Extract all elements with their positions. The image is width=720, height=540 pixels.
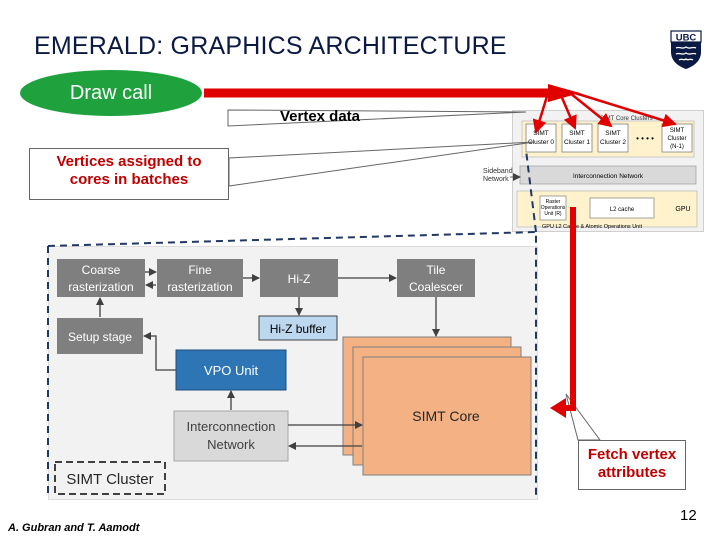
hi-z-label: Hi-Z (288, 272, 311, 286)
gpu-overview: SIMT Core Clusters SIMT Cluster 0 SIMT C… (510, 116, 698, 230)
sideband-label-line2: Network (483, 176, 509, 183)
cluster-1-line1: SIMT (569, 130, 585, 137)
sideband-label-line1: Sideband (483, 168, 513, 175)
arrow-to-cluster-n (574, 91, 677, 128)
gpu-interconnect-label: Interconnection Network (573, 173, 644, 180)
vertices-callout-line1: Vertices assigned to (56, 153, 202, 170)
cluster-n-line3: (N-1) (670, 144, 684, 150)
coarse-line1: Coarse (82, 263, 121, 277)
hi-z-buffer-box (258, 315, 338, 341)
cluster-2-line2: Cluster 2 (600, 139, 626, 146)
tile-line1: Tile (427, 263, 446, 277)
l2-cache-box (589, 197, 655, 219)
gpu-label: GPU (675, 206, 690, 213)
setup-stage-box (57, 318, 143, 354)
vertices-callout-line2: cores in batches (69, 171, 189, 188)
vertices-assigned-callout: Vertices assigned to cores in batches (29, 148, 229, 200)
tile-coalescer-box (397, 259, 475, 297)
simt-cluster-label-box (54, 461, 166, 495)
raster-ops-line3: Unit (R) (544, 211, 562, 217)
cluster-2-line1: SIMT (605, 130, 621, 137)
cluster-ellipsis: • • • • (636, 134, 654, 143)
fine-line1: Fine (188, 263, 212, 277)
cluster-n-box: SIMT Cluster (N-1) (661, 123, 693, 153)
arrow-to-cluster-2 (569, 92, 613, 128)
slide-title: EMERALD: GRAPHICS ARCHITECTURE (34, 32, 507, 60)
coarse-line2: rasterization (68, 280, 133, 294)
clusters-label: SIMT Core Clusters (600, 116, 653, 122)
cluster-1-line2: Cluster 1 (564, 139, 590, 146)
arrow-to-cluster-0 (532, 92, 550, 134)
fetch-callout-line1: Fetch vertex (587, 446, 677, 463)
draw-call-arrow-head (548, 84, 580, 102)
fine-rasterization-box (157, 259, 243, 297)
logo-text: UBC (676, 33, 697, 44)
fetch-callout-line2: attributes (597, 464, 667, 481)
arrow-to-cluster-1 (558, 92, 577, 130)
vertex-data-label: Vertex data (279, 108, 361, 125)
simt-core-box (362, 356, 532, 476)
cluster-n-line1: SIMT (670, 128, 685, 134)
hi-z-box (260, 259, 338, 297)
sideband-network-label: Sideband Network (483, 168, 513, 184)
vertex-data-pointer (227, 109, 527, 127)
arrow-vpo-to-setup (143, 332, 176, 371)
fetch-arrow-head (550, 398, 566, 418)
zoom-dashed-outline (47, 230, 537, 498)
simt-cluster-label: SIMT Cluster (66, 471, 153, 488)
interconnect-line1: Interconnection (187, 419, 276, 434)
cluster-n-line2: Cluster (667, 136, 686, 142)
cluster-1-box: SIMT Cluster 1 (561, 123, 593, 153)
raster-ops-line2: Operations (541, 205, 566, 211)
cluster-0-box: SIMT Cluster 0 (525, 123, 557, 153)
zoom-dashed-connector (525, 149, 537, 233)
vpo-unit-box (175, 349, 287, 391)
raster-ops-line1: Raster (546, 199, 561, 205)
l2-cache-label: L2 cache (610, 207, 635, 213)
vertices-callout-pointer (228, 141, 535, 187)
hi-z-buffer-label: Hi-Z buffer (270, 322, 326, 336)
tile-line2: Coalescer (409, 280, 463, 294)
coarse-rasterization-box (57, 259, 145, 297)
fetch-vertex-callout: Fetch vertex attributes (578, 440, 686, 490)
setup-stage-label: Setup stage (68, 330, 132, 344)
simt-core-label: SIMT Core (412, 408, 480, 424)
pipeline-diagram: SIMT Core Coarse rasterization Fine rast… (54, 259, 532, 495)
ubc-logo: UBC (670, 30, 702, 69)
page-number: 12 (680, 507, 697, 524)
draw-call-ellipse: Draw call (20, 70, 202, 116)
authors-footer: A. Gubran and T. Aamodt (8, 522, 140, 534)
fetch-arrow-shaft (563, 207, 576, 411)
l2-atomic-label: GPU L2 Cache & Atomic Operations Unit (542, 224, 642, 230)
fine-line2: rasterization (167, 280, 232, 294)
interconnect-box (173, 410, 289, 462)
cluster-2-box: SIMT Cluster 2 (597, 123, 629, 153)
vpo-unit-label: VPO Unit (204, 363, 259, 378)
interconnect-line2: Network (207, 437, 255, 452)
cluster-0-line2: Cluster 0 (528, 139, 554, 146)
raster-ops-box (539, 195, 567, 221)
